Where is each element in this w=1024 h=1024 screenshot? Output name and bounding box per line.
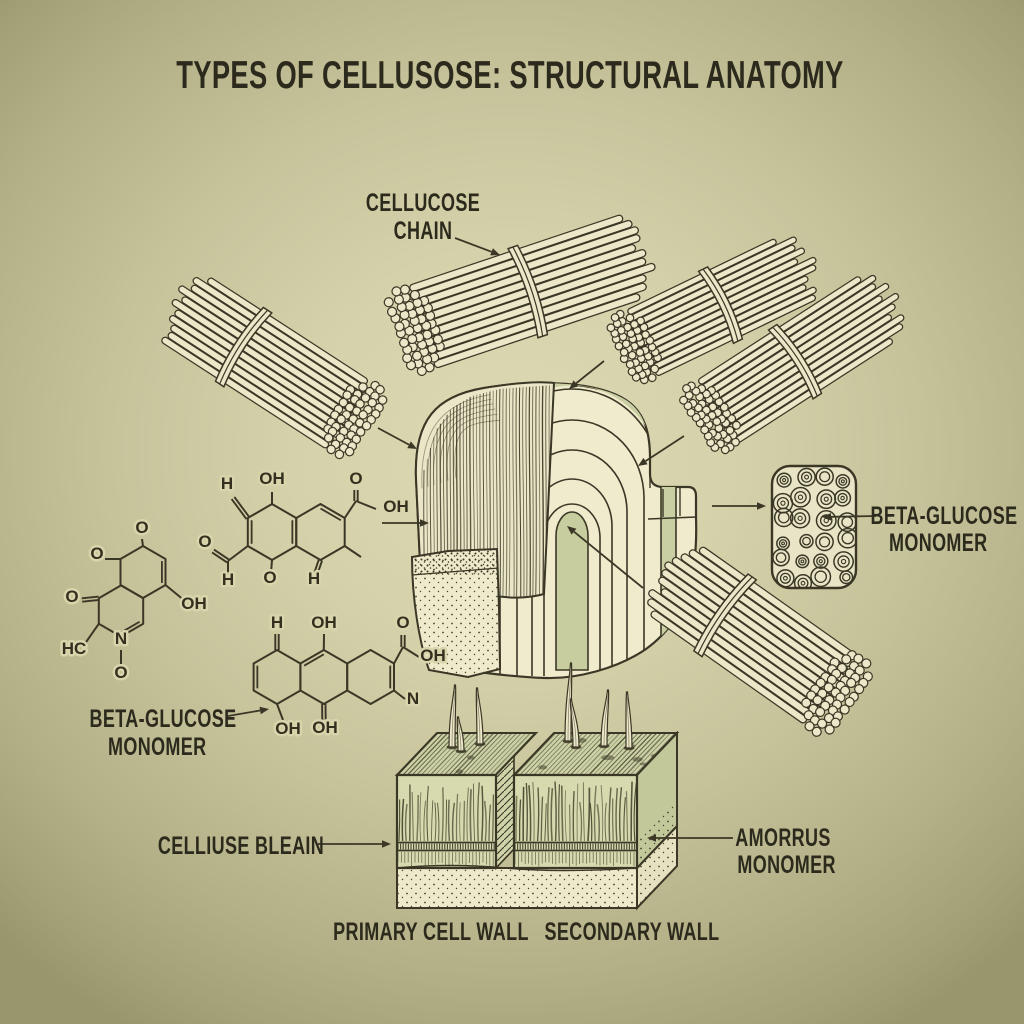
bundle-bottom-right: [647, 546, 873, 737]
label-amorrus-monomer: AMORRUS MONOMER: [735, 823, 835, 879]
atom-label: OH: [420, 646, 446, 665]
cross-section-panel: [770, 464, 858, 590]
svg-text:BETA-GLUCOSE: BETA-GLUCOSE: [871, 501, 1018, 530]
base-block-stipple: [412, 549, 500, 677]
molecule-lower: H OH O OH N OH OH: [252, 611, 448, 741]
svg-text:CELLIUSE BLEAIN: CELLIUSE BLEAIN: [158, 831, 324, 860]
atom-label: OH: [312, 718, 338, 737]
svg-text:SECONDARY WALL: SECONDARY WALL: [545, 917, 720, 946]
svg-text:BETA-GLUCOSE: BETA-GLUCOSE: [90, 704, 237, 733]
atom-label: O: [114, 663, 127, 682]
surface-fibers: [446, 662, 635, 754]
arrow-molecule-to-structure: [382, 519, 429, 527]
label-secondary-wall: SECONDARY WALL: [545, 917, 720, 946]
atom-label: O: [396, 613, 409, 632]
arrow-amorrus-leader: [647, 834, 733, 842]
label-primary-cell-wall: PRIMARY CELL WALL: [333, 917, 529, 946]
atom-label: H: [221, 474, 233, 493]
page-title: TYPES OF CELLUSOSE: STRUCTURAL ANATOMY: [176, 54, 843, 97]
atom-label: N: [407, 689, 419, 708]
atom-label: O: [65, 587, 78, 606]
arrow-beta-left-leader: [227, 706, 269, 717]
arrow-core-leader: [567, 526, 644, 589]
arrow-topleft-bundle-to-structure: [377, 427, 417, 449]
arrow-blein-leader: [318, 840, 391, 848]
svg-text:MONOMER: MONOMER: [737, 850, 835, 879]
svg-text:CELLUCOSE: CELLUCOSE: [366, 188, 480, 217]
front-right-texture: [514, 781, 637, 867]
svg-text:PRIMARY CELL WALL: PRIMARY CELL WALL: [333, 917, 529, 946]
arrow-panel-label-leader: [822, 513, 877, 521]
atom-label: O: [349, 469, 362, 488]
bundle-top-left: [161, 276, 388, 460]
svg-text:MONOMER: MONOMER: [108, 732, 206, 761]
label-cellucose-chain: CELLUCOSE CHAIN: [366, 188, 480, 245]
atom-label: H: [308, 569, 320, 588]
arrow-topcenter-bundle-to-structure: [569, 360, 605, 389]
front-face-right: [512, 773, 639, 870]
arrow-right-bundles-to-structure: [638, 435, 685, 466]
arrows: [227, 237, 877, 848]
arrow-chain-leader: [454, 237, 500, 256]
bundle-right-upper: [606, 236, 817, 385]
label-celliuse-blein: CELLIUSE BLEAIN: [158, 831, 324, 860]
atom-label: O: [135, 518, 148, 537]
front-left-texture: [397, 782, 496, 867]
central-fibril-structure: [410, 381, 698, 680]
label-beta-glucose-left: BETA-GLUCOSE MONOMER: [90, 704, 237, 761]
bundle-right-lower: [679, 274, 905, 455]
atom-label: O: [263, 568, 276, 587]
cellulose-bundles: [161, 214, 905, 737]
label-beta-glucose-right: BETA-GLUCOSE MONOMER: [871, 501, 1018, 557]
atom-label: OH: [383, 497, 409, 516]
atom-label: O: [198, 532, 211, 551]
arrow-structure-to-panel: [712, 502, 766, 510]
atom-label: H: [222, 570, 234, 589]
atom-label: OH: [275, 719, 301, 738]
svg-text:AMORRUS: AMORRUS: [735, 823, 830, 852]
atom-label: O: [90, 544, 103, 563]
atom-label: OH: [181, 594, 207, 613]
svg-text:TYPES OF CELLUSOSE: STRUCTURAL: TYPES OF CELLUSOSE: STRUCTURAL ANATOMY: [176, 54, 843, 97]
atom-label: OH: [311, 613, 337, 632]
arch-core: [555, 511, 589, 671]
atom-label: HC: [62, 639, 87, 658]
atom-label: OH: [259, 469, 285, 488]
svg-text:MONOMER: MONOMER: [889, 528, 987, 557]
ledge-detail: [647, 474, 697, 520]
monomer-circles: [772, 467, 856, 588]
atom-label: H: [271, 613, 283, 632]
cell-wall-diagram: [394, 662, 680, 911]
svg-text:CHAIN: CHAIN: [394, 216, 453, 245]
bundle-top-center: [383, 214, 656, 376]
atom-label: N: [115, 629, 127, 648]
